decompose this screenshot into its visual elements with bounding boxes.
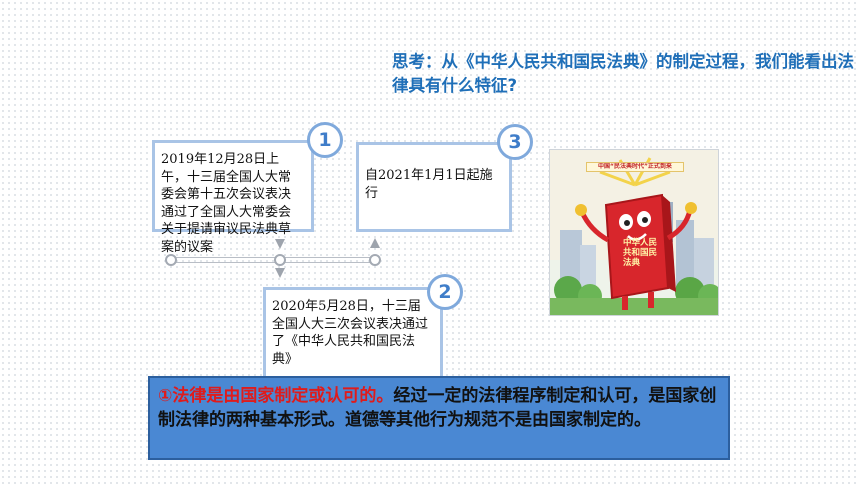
civil-code-book-mascot — [550, 150, 718, 315]
illustration-banner: 中国“民法典时代”正式到来 — [586, 162, 684, 172]
timeline-node-2 — [274, 254, 286, 266]
arrow-to-event-3 — [370, 238, 380, 248]
event-card-2: 2020年5月28日，十三届全国人大三次会议表决通过了《中华人民共和国民法典》 — [263, 287, 443, 387]
conclusion-body: 经过一定的法律程序制定和认可，是国家创制法律的两种基本形式。道德等其他行为规范不… — [158, 386, 717, 430]
arrow-to-event-1 — [275, 239, 285, 249]
question-text: 思考：从《中华人民共和国民法典》的制定过程，我们能看出法律具有什么特征? — [392, 52, 854, 95]
event-text-2: 2020年5月28日，十三届全国人大三次会议表决通过了《中华人民共和国民法典》 — [272, 299, 429, 367]
timeline-node-3 — [369, 254, 381, 266]
event-card-3: 自2021年1月1日起施行 — [356, 142, 512, 232]
event-text-1: 2019年12月28日上午，十三届全国人大常委会第十五次会议表决通过了全国人大常… — [161, 152, 292, 255]
event-badge-3: 3 — [497, 124, 533, 160]
timeline-node-1 — [165, 254, 177, 266]
illustration-book-title: 中华人民共和国民法典 — [623, 238, 658, 268]
conclusion-box: ①法律是由国家制定或认可的。经过一定的法律程序制定和认可，是国家创制法律的两种基… — [148, 376, 730, 460]
event-card-1: 2019年12月28日上午，十三届全国人大常委会第十五次会议表决通过了全国人大常… — [152, 140, 314, 255]
conclusion-highlight: ①法律是由国家制定或认可的。 — [158, 386, 394, 406]
arrow-to-event-2 — [275, 268, 285, 278]
event-badge-1: 1 — [307, 122, 343, 158]
event-text-3: 自2021年1月1日起施行 — [365, 168, 493, 201]
event-badge-2: 2 — [427, 274, 463, 310]
civil-code-illustration: 中国“民法典时代”正式到来 中华人民共和国民法典 — [549, 149, 719, 316]
